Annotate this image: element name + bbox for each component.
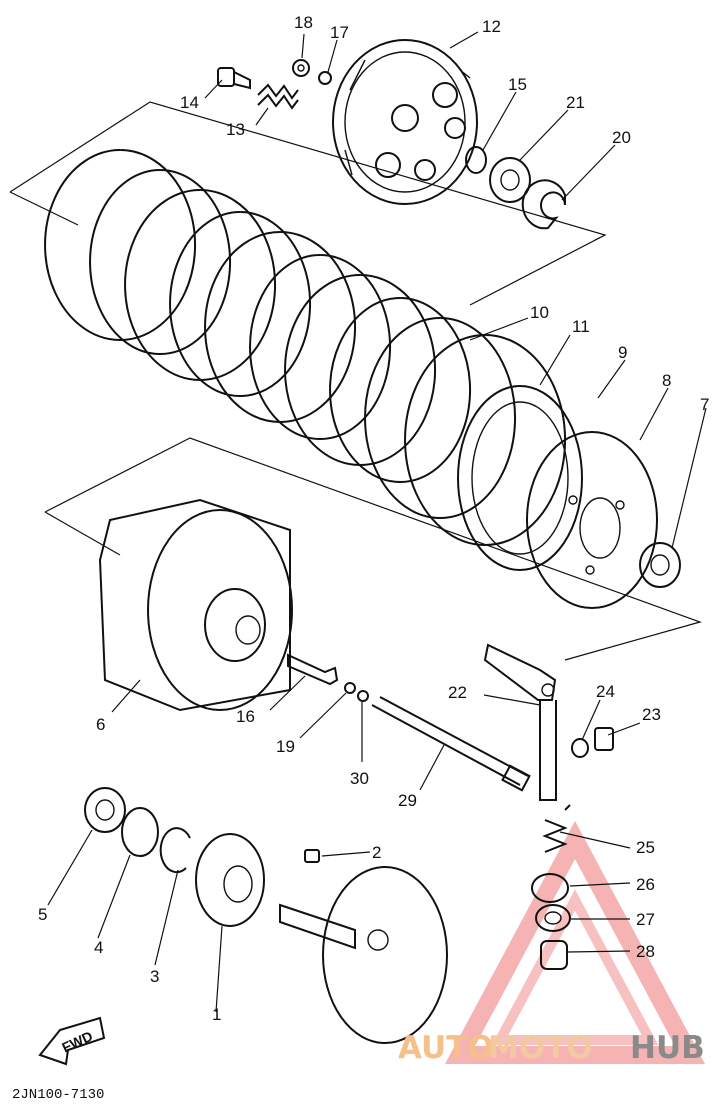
- spring-25: [542, 804, 571, 853]
- callout-1: 1: [212, 1005, 221, 1024]
- callout-19: 19: [276, 737, 295, 756]
- callout-10: 10: [530, 303, 549, 322]
- fwd-arrow-icon: FWD: [38, 1016, 106, 1066]
- callout-labels: 1 2 3 4 5 6 7 8 9 10 11 12 13 14 15 16 1…: [38, 13, 709, 1024]
- callout-24: 24: [596, 682, 615, 701]
- primary-gear-1: [195, 833, 265, 927]
- callout-9: 9: [618, 343, 627, 362]
- circlip-26: [531, 873, 569, 903]
- push-plate-15: [465, 146, 487, 174]
- ball-30: [357, 690, 369, 702]
- bolt-14: [217, 67, 251, 90]
- clutch-housing-6: [98, 498, 293, 712]
- callout-16: 16: [236, 707, 255, 726]
- spring-13: [257, 83, 299, 110]
- callout-6: 6: [96, 715, 105, 734]
- friction-and-steel-plates: [44, 149, 566, 546]
- clutch-boss-8: [526, 431, 658, 609]
- callout-5: 5: [38, 905, 47, 924]
- callout-20: 20: [612, 128, 631, 147]
- watermark-text: AUTO MOTO HUB: [398, 1030, 705, 1066]
- clutch-plates-outline: [9, 101, 607, 306]
- callout-25: 25: [636, 838, 655, 857]
- nut-18: [292, 59, 310, 77]
- callout-18: 18: [294, 13, 313, 32]
- washer-24: [571, 738, 589, 758]
- clutch-housing-outline: [44, 437, 702, 661]
- callout-30: 30: [350, 769, 369, 788]
- svg-text:FWD: FWD: [59, 1028, 95, 1056]
- pressure-plate: [332, 39, 478, 205]
- callout-7: 7: [700, 395, 709, 414]
- lock-washer-7: [639, 542, 681, 588]
- callout-14: 14: [180, 93, 199, 112]
- push-rod-29: [371, 696, 531, 792]
- callout-27: 27: [636, 910, 655, 929]
- oil-seal-27: [535, 904, 571, 932]
- callout-29: 29: [398, 791, 417, 810]
- callout-26: 26: [636, 875, 655, 894]
- watermark-hub: HUB: [630, 1030, 705, 1066]
- lock-washer-4: [121, 807, 159, 857]
- callout-11: 11: [572, 317, 590, 336]
- watermark-moto: MOTO: [488, 1030, 593, 1066]
- crankshaft-assembly: [279, 866, 448, 1044]
- nut-5: [84, 787, 126, 833]
- bush-28: [540, 940, 568, 970]
- callout-13: 13: [226, 120, 245, 139]
- circlip-3: [159, 827, 191, 874]
- callout-12: 12: [482, 17, 501, 36]
- leader-lines: [47, 31, 707, 1013]
- callout-15: 15: [508, 75, 527, 94]
- watermark-logo-triangle: [444, 820, 706, 1064]
- key-2: [304, 849, 320, 863]
- ball-19: [344, 682, 356, 694]
- callout-22: 22: [448, 683, 467, 702]
- callout-21: 21: [566, 93, 585, 112]
- callout-4: 4: [94, 938, 103, 957]
- callout-23: 23: [642, 705, 661, 724]
- drawing-code: 2JN100-7130: [12, 1087, 104, 1103]
- callout-28: 28: [636, 942, 655, 961]
- callout-17: 17: [330, 23, 349, 42]
- push-lever-22: [483, 643, 557, 801]
- bearing-21: [489, 157, 531, 203]
- watermark-auto: AUTO: [398, 1030, 494, 1066]
- bolt-23: [594, 727, 614, 751]
- clutch-boss-9: [457, 385, 583, 571]
- callout-2: 2: [372, 843, 381, 862]
- callout-3: 3: [150, 967, 159, 986]
- callout-8: 8: [662, 371, 671, 390]
- circlip-20: [521, 179, 566, 230]
- washer-17: [318, 71, 332, 85]
- shaft-16: [287, 653, 339, 686]
